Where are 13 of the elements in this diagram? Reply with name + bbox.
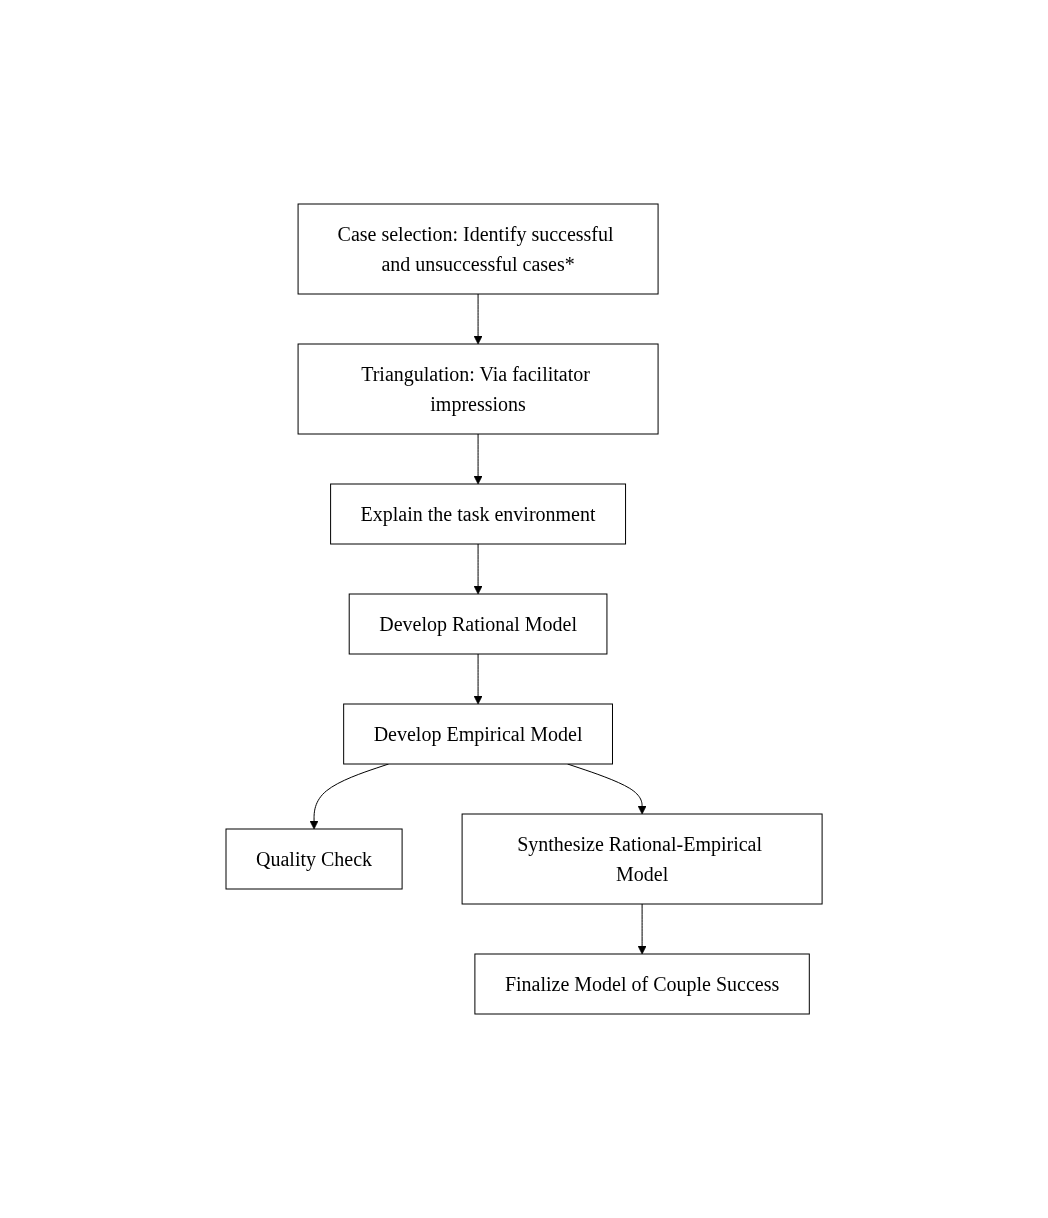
- node-box: Quality Check: [225, 828, 403, 890]
- arrow: [473, 433, 483, 485]
- node-box: Develop Rational Model: [348, 593, 608, 655]
- arrow: [473, 543, 483, 595]
- node-box: Synthesize Rational-Empirical Model: [461, 813, 823, 905]
- node-box: Case selection: Identify successful and unsuccessful cases*: [297, 203, 659, 295]
- arrow: [473, 293, 483, 345]
- arrow: [637, 903, 647, 955]
- node-box: Finalize Model of Couple Success: [474, 953, 810, 1015]
- node-box: Triangulation: Via facilitator impressions: [297, 343, 659, 435]
- node-box: Develop Empirical Model: [343, 703, 613, 765]
- node-box: Explain the task environment: [330, 483, 626, 545]
- arrow: [473, 653, 483, 705]
